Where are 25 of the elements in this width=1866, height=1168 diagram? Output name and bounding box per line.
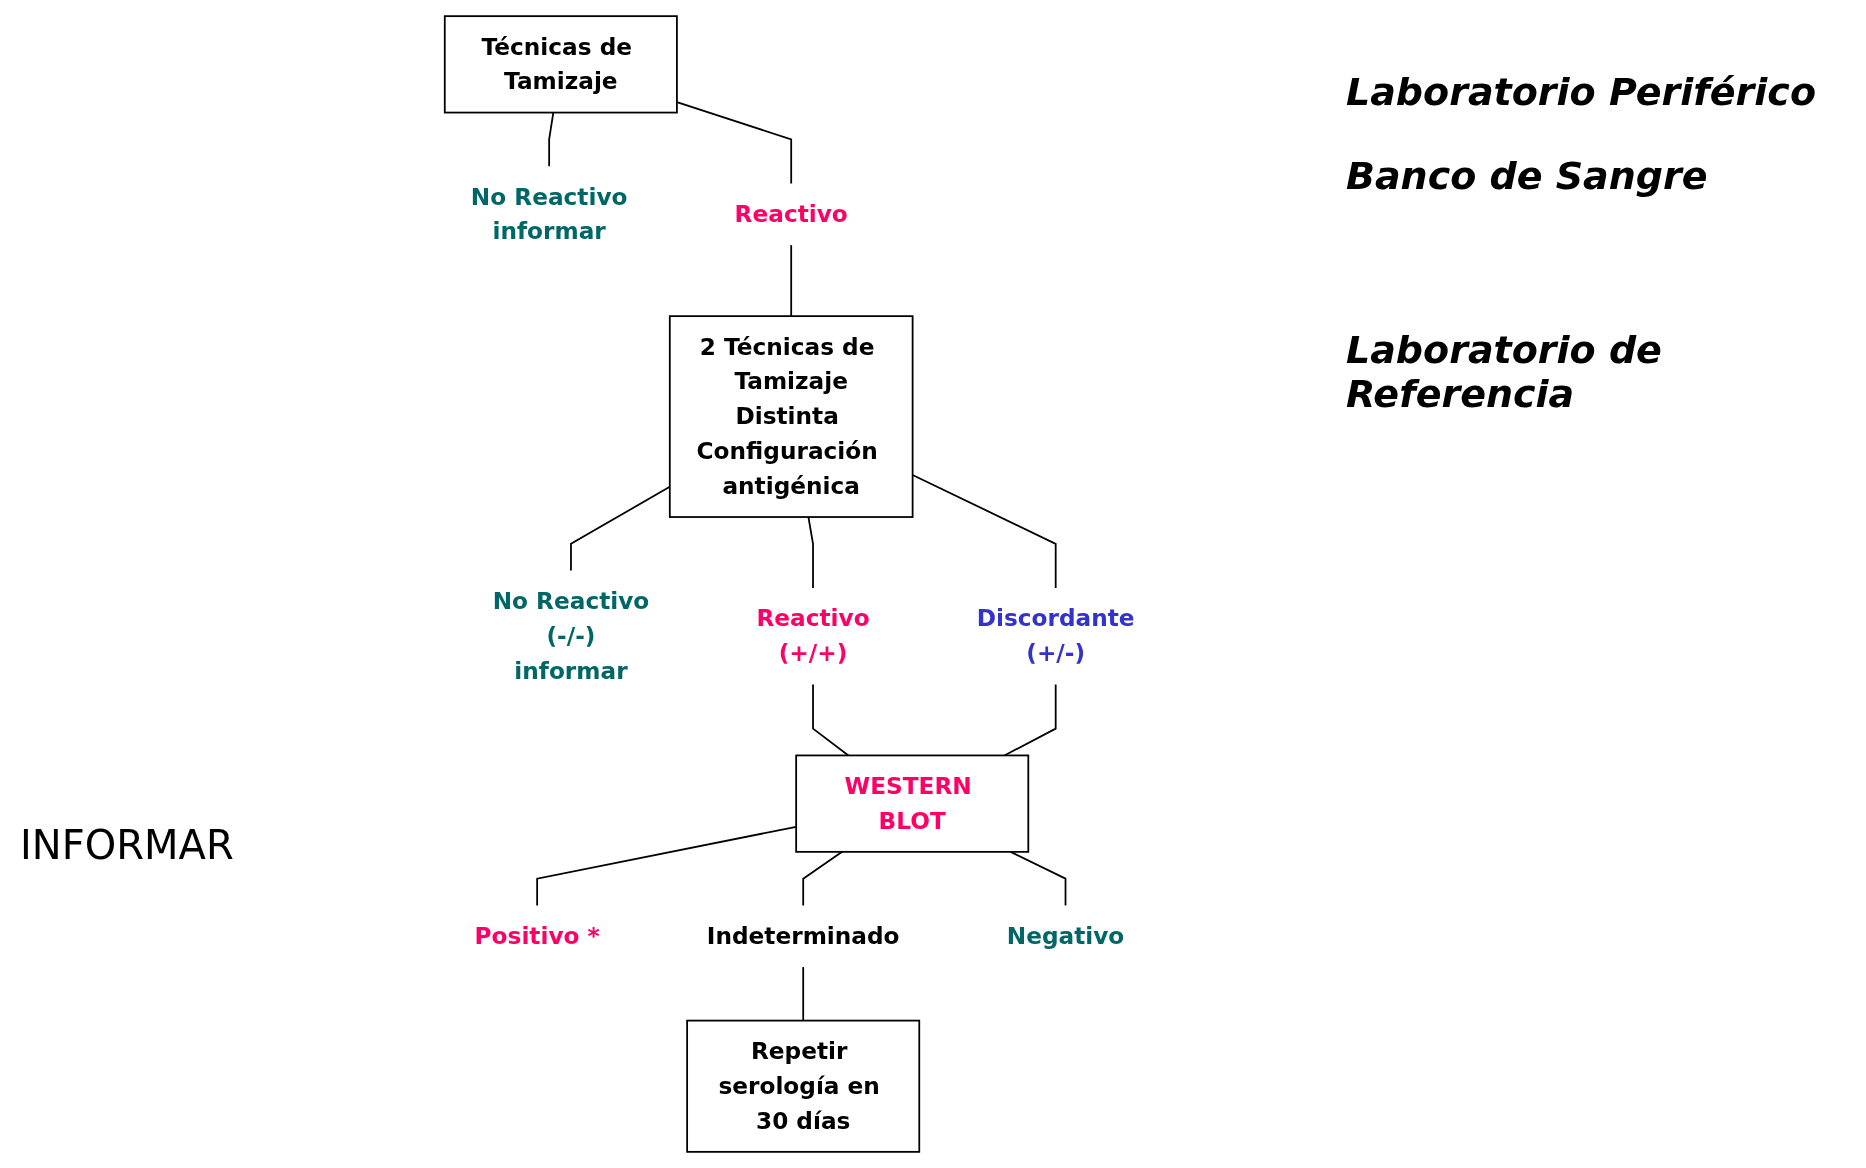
node-text: Reactivo [734, 200, 849, 228]
connector [912, 474, 1057, 589]
connector [570, 485, 671, 572]
section-label: Banco de Sangre [1346, 154, 1708, 198]
connector [802, 850, 844, 907]
node-text: Negativo [1006, 922, 1125, 950]
connector [790, 244, 793, 318]
connector [548, 111, 555, 168]
connector [1010, 850, 1067, 907]
section-label: Laboratorio de Referencia [1346, 328, 1663, 416]
connector [807, 516, 815, 589]
node-text: Positivo * [474, 922, 600, 950]
node-box: 2 Técnicas de Tamizaje Distinta Configuración antigénica [669, 315, 914, 518]
section-label: Laboratorio Periférico [1346, 70, 1816, 114]
connector [802, 966, 805, 1022]
node-text: Indeterminado [707, 922, 900, 950]
node-box: Repetir serología en 30 días [686, 1019, 921, 1153]
node-text: Reactivo (+/+) [756, 604, 870, 667]
node-box: Técnicas de Tamizaje [444, 15, 679, 114]
row-label: INFORMAR [20, 822, 235, 868]
connector [812, 683, 850, 757]
node-text: No Reactivo (-/-) informar [492, 587, 650, 684]
node-box: WESTERN BLOT [795, 754, 1030, 853]
node-text: Discordante (+/-) [977, 604, 1135, 667]
node-text: No Reactivo informar [471, 183, 628, 245]
